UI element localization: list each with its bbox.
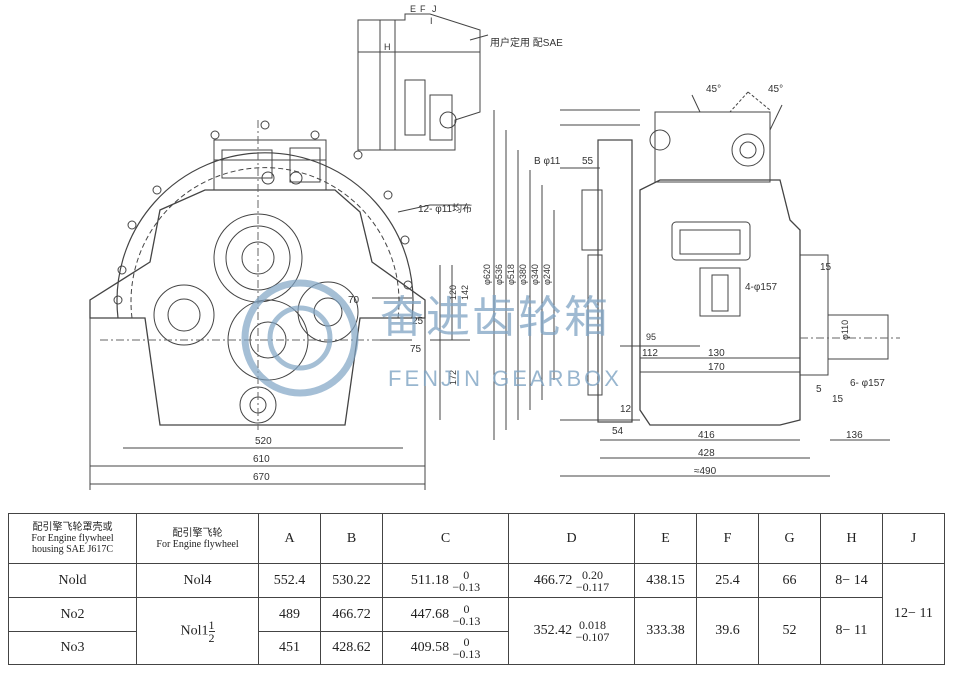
top-view-letter-e: E bbox=[410, 4, 416, 14]
dim-610: 610 bbox=[253, 454, 270, 465]
cell-c: 511.18 0−0.13 bbox=[382, 563, 509, 598]
cell-f: 39.6 bbox=[696, 597, 759, 665]
dim-170: 170 bbox=[708, 362, 725, 373]
angle-left: 45° bbox=[706, 84, 721, 95]
header-c: C bbox=[382, 513, 509, 564]
dim-phi110: φ110 bbox=[840, 320, 850, 340]
header-e: E bbox=[634, 513, 697, 564]
side-view bbox=[493, 91, 900, 477]
cell-flywheel: Nol4 bbox=[136, 563, 259, 598]
dim-428: 428 bbox=[698, 448, 715, 459]
dim-520: 520 bbox=[255, 436, 272, 447]
cell-d: 466.72 0.20−0.117 bbox=[508, 563, 635, 598]
dim-75: 75 bbox=[410, 344, 422, 355]
cell-housing: Nold bbox=[8, 563, 137, 598]
angle-right: 45° bbox=[768, 84, 783, 95]
dim-490: ≈490 bbox=[694, 466, 717, 477]
dim-phi536: φ536 bbox=[494, 264, 504, 285]
table-row: No3 451 428.62 409.58 0−0.13 bbox=[8, 631, 945, 665]
top-view-letter-h: H bbox=[384, 42, 391, 52]
cell-c: 447.68 0−0.13 bbox=[382, 597, 509, 632]
dim-15-top: 15 bbox=[820, 262, 832, 273]
header-g: G bbox=[758, 513, 821, 564]
dim-55: 55 bbox=[582, 156, 594, 167]
dimension-table: 配引擎飞轮罩壳或 For Engine flywheel housing SAE… bbox=[8, 513, 945, 665]
cell-f: 25.4 bbox=[696, 563, 759, 598]
dim-130: 130 bbox=[708, 348, 725, 359]
dim-416: 416 bbox=[698, 430, 715, 441]
cell-g: 52 bbox=[758, 597, 821, 665]
dim-4-phi157: 4-φ157 bbox=[745, 282, 777, 293]
dim-95: 95 bbox=[646, 332, 656, 342]
dim-136: 136 bbox=[846, 430, 863, 441]
dim-120: 120 bbox=[448, 285, 458, 300]
top-detail-view bbox=[357, 13, 489, 151]
dim-25: 25 bbox=[412, 316, 424, 327]
header-flywheel: 配引擎飞轮 For Engine flywheel bbox=[136, 513, 259, 564]
cell-housing: No3 bbox=[8, 631, 137, 665]
top-view-note: 用户定用 配SAE bbox=[490, 36, 563, 49]
cell-a: 552.4 bbox=[258, 563, 321, 598]
cell-c: 409.58 0−0.13 bbox=[382, 631, 509, 665]
dim-b-phi11: B φ11 bbox=[534, 156, 561, 167]
cell-b: 530.22 bbox=[320, 563, 383, 598]
dim-phi340: φ340 bbox=[530, 264, 540, 285]
dim-670: 670 bbox=[253, 472, 270, 483]
cell-g: 66 bbox=[758, 563, 821, 598]
dim-112: 112 bbox=[642, 348, 658, 359]
watermark-english: FENJIN GEARBOX bbox=[388, 366, 622, 391]
table-row: Nold Nol4 552.4 530.22 511.18 0−0.13 466… bbox=[8, 563, 945, 665]
cell-h: 8− 11 bbox=[820, 597, 883, 665]
watermark-chinese: 奋进齿轮箱 bbox=[380, 292, 610, 343]
dim-hole-pattern: 12- φ11均布 bbox=[418, 203, 472, 215]
header-f: F bbox=[696, 513, 759, 564]
dim-phi620: φ620 bbox=[482, 264, 492, 285]
watermark-logo bbox=[241, 279, 359, 397]
cell-a: 489 bbox=[258, 597, 321, 632]
cell-e: 333.38 bbox=[634, 597, 697, 665]
header-h: H bbox=[820, 513, 883, 564]
header-d: D bbox=[508, 513, 635, 564]
dim-5: 5 bbox=[816, 384, 822, 395]
top-view-letter-f: F bbox=[420, 4, 426, 14]
cell-b: 466.72 bbox=[320, 597, 383, 632]
dim-6-phi157: 6- φ157 bbox=[850, 378, 885, 389]
dim-12: 12 bbox=[620, 404, 632, 415]
cell-d: 352.42 0.018−0.107 bbox=[508, 597, 635, 665]
cell-e: 438.15 bbox=[634, 563, 697, 598]
dim-phi380: φ380 bbox=[518, 264, 528, 285]
cell-housing: No2 bbox=[8, 597, 137, 632]
header-housing: 配引擎飞轮罩壳或 For Engine flywheel housing SAE… bbox=[8, 513, 137, 564]
dim-70: 70 bbox=[348, 295, 360, 306]
dim-phi518: φ518 bbox=[506, 264, 516, 285]
top-view-letter-j: J bbox=[432, 4, 437, 14]
header-a: A bbox=[258, 513, 321, 564]
cell-a: 451 bbox=[258, 631, 321, 665]
header-j: J bbox=[882, 513, 945, 564]
header-b: B bbox=[320, 513, 383, 564]
cell-b: 428.62 bbox=[320, 631, 383, 665]
dim-54: 54 bbox=[612, 426, 624, 437]
dim-phi240: φ240 bbox=[542, 264, 552, 285]
cell-h: 8− 14 bbox=[820, 563, 883, 598]
dim-142: 142 bbox=[460, 285, 470, 300]
dim-172: 172 bbox=[448, 370, 458, 385]
top-view-letter-i: I bbox=[430, 16, 433, 26]
technical-drawing: 520 610 670 70 25 75 120 142 172 12- φ11… bbox=[89, 4, 900, 490]
cell-j: 12− 11 bbox=[882, 563, 945, 665]
dim-15-bottom: 15 bbox=[832, 394, 844, 405]
table-header-row: 配引擎飞轮罩壳或 For Engine flywheel housing SAE… bbox=[8, 513, 945, 564]
